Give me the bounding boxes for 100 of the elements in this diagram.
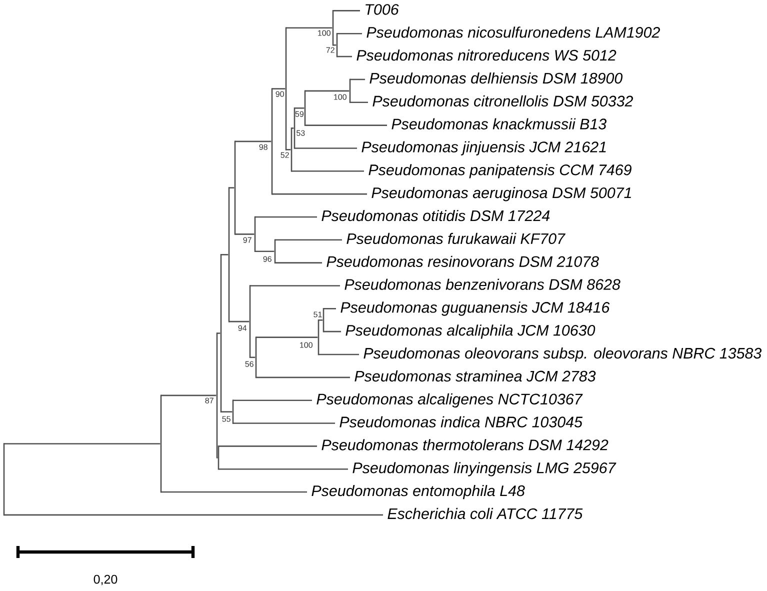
taxon-label: Pseudomonas thermotolerans DSM 14292	[322, 439, 608, 450]
taxon-label: Pseudomonas furukawaii KF707	[346, 232, 566, 244]
branch-line	[233, 400, 312, 401]
branch-line	[217, 332, 220, 334]
branch-line	[235, 234, 254, 235]
branch-line	[275, 239, 342, 241]
branch-line	[255, 216, 317, 218]
taxon-label: Escherichia coli ATCC 11775	[388, 508, 583, 520]
taxon-label: Pseudomonas oleovorans subsp. oleovorans NBRC 13583	[364, 348, 762, 362]
bootstrap-value: 94	[238, 325, 247, 331]
branch-line	[218, 446, 317, 447]
bootstrap-value: 98	[259, 144, 268, 150]
taxon-label: Pseudomonas nicosulfuronedens LAM1902	[366, 26, 660, 38]
junction-line	[234, 140, 236, 235]
bootstrap-value: 87	[205, 398, 214, 404]
taxon-label: Pseudomonas aeruginosa DSM 50071	[372, 187, 631, 202]
taxon-label: Pseudomonas delhiensis DSM 18900	[370, 72, 623, 84]
branch-line	[318, 319, 323, 321]
junction-line	[318, 319, 320, 356]
branch-line	[305, 124, 387, 126]
branch-line	[305, 90, 350, 92]
taxon-label: Pseudomonas nitroreducens WS 5012	[356, 50, 616, 61]
branch-line	[294, 148, 357, 149]
junction-line	[294, 107, 296, 149]
taxon-label: Pseudomonas knackmussii B13	[392, 118, 606, 130]
taxon-label: Pseudomonas citronellolis DSM 50332	[372, 95, 633, 107]
taxon-label: Pseudomonas guguanensis JCM 18416	[340, 302, 610, 316]
bootstrap-value: 100	[300, 342, 312, 348]
branch-line	[221, 254, 228, 256]
branch-line	[318, 354, 359, 356]
branch-line	[250, 356, 256, 358]
junction-line	[336, 32, 338, 58]
bootstrap-value: 90	[276, 91, 284, 97]
bootstrap-value: 51	[314, 312, 322, 318]
branch-line	[272, 193, 367, 195]
bootstrap-value: 72	[326, 47, 334, 53]
branch-line	[286, 27, 332, 29]
bootstrap-value: 96	[263, 256, 272, 262]
taxon-label: Pseudomonas benzenivorans DSM 8628	[344, 278, 620, 290]
branch-line	[235, 140, 272, 142]
junction-line	[332, 10, 334, 46]
branch-line	[337, 56, 352, 58]
branch-line	[294, 107, 304, 109]
junction-line	[274, 239, 276, 264]
junction-line	[304, 90, 306, 126]
junction-line	[271, 88, 273, 195]
branch-line	[250, 285, 340, 286]
junction-line	[349, 78, 351, 104]
branch-line	[324, 330, 341, 332]
branch-line	[324, 308, 336, 310]
junction-line	[254, 216, 256, 252]
junction-line	[285, 27, 287, 150]
branch-line	[229, 320, 250, 322]
branch-line	[350, 78, 365, 80]
taxon-label: Pseudomonas resinovorans DSM 21078	[326, 256, 599, 267]
junction-line	[218, 446, 220, 470]
branch-line	[350, 102, 368, 104]
branch-line	[161, 394, 216, 396]
bootstrap-value: 97	[243, 237, 252, 243]
bootstrap-value: 100	[334, 94, 346, 100]
branch-line	[275, 262, 322, 264]
bootstrap-value: 56	[245, 361, 254, 367]
branch-line	[272, 88, 286, 90]
bootstrap-value: 59	[295, 111, 304, 117]
taxon-label: Pseudomonas straminea JCM 2783	[354, 370, 596, 382]
branch-line	[233, 422, 335, 424]
branch-line	[337, 32, 362, 34]
junction-line	[228, 187, 230, 322]
junction-line	[322, 308, 324, 332]
branch-line	[256, 336, 318, 338]
bootstrap-value: 53	[296, 130, 305, 136]
junction-line	[290, 128, 292, 172]
branch-line	[256, 376, 350, 378]
branch-line	[229, 187, 234, 188]
bootstrap-value: 52	[280, 152, 289, 158]
branch-line	[4, 443, 160, 444]
junction-line	[160, 394, 162, 493]
branch-line	[286, 149, 291, 150]
branch-line	[333, 10, 360, 12]
taxon-label: Pseudomonas otitidis DSM 17224	[322, 210, 550, 222]
branch-line	[292, 128, 294, 129]
junction-line	[220, 254, 222, 412]
branch-line	[221, 411, 232, 412]
junction-line	[232, 400, 234, 424]
taxon-label: Pseudomonas entomophila L48	[312, 485, 525, 500]
taxon-label: Pseudomonas alcaliphila JCM 10630	[346, 324, 596, 339]
branch-line	[161, 491, 307, 493]
junction-line	[3, 443, 5, 516]
taxon-label: Pseudomonas linyingensis LMG 25967	[352, 462, 616, 476]
branch-line	[333, 44, 336, 46]
junction-line	[249, 285, 251, 358]
bootstrap-value: 100	[318, 30, 330, 36]
bootstrap-value: 55	[222, 416, 230, 422]
branch-line	[292, 170, 364, 172]
taxon-label: Pseudomonas alcaligenes NCTC10367	[316, 393, 583, 408]
branch-line	[218, 468, 348, 470]
taxon-label: Pseudomonas indica NBRC 103045	[340, 416, 583, 428]
scale-value: 0,20	[94, 574, 118, 586]
taxon-label: Pseudomonas panipatensis CCM 7469	[368, 164, 632, 178]
taxon-label: Pseudomonas jinjuensis JCM 21621	[362, 141, 606, 156]
